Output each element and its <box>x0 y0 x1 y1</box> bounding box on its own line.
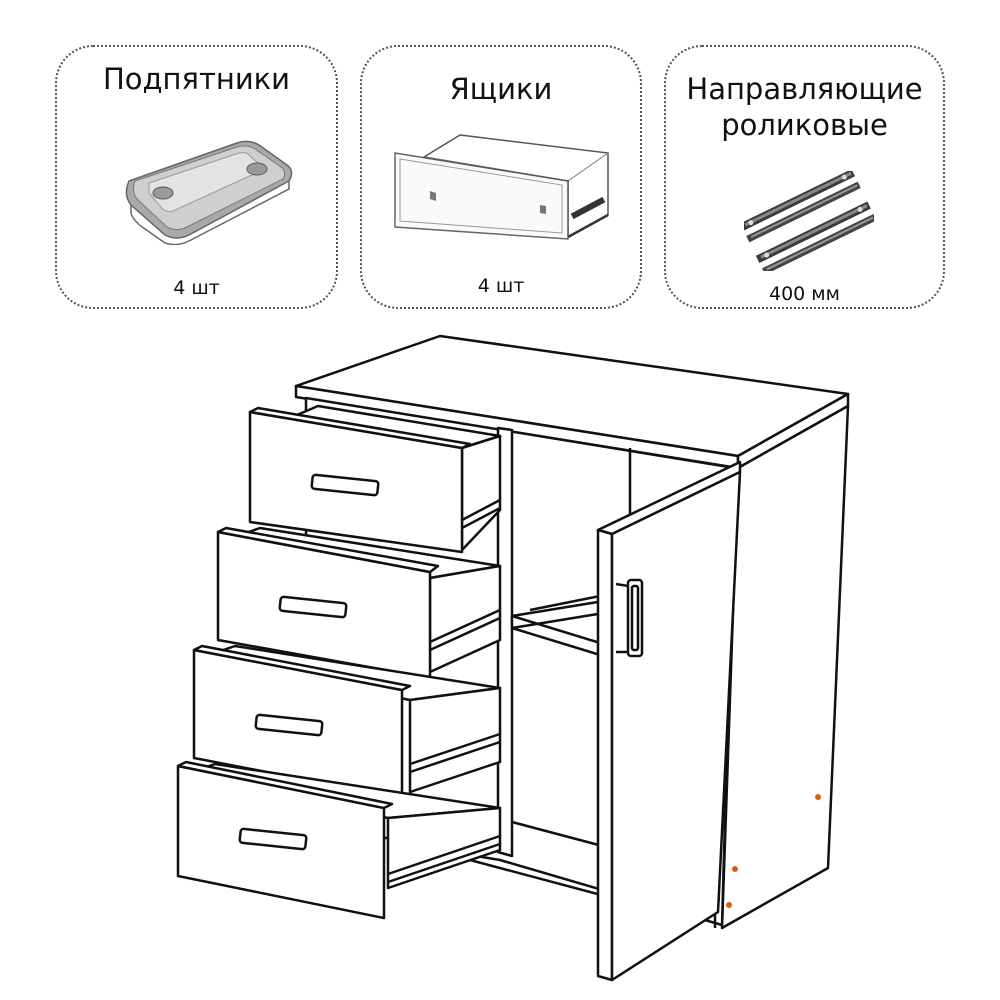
component-card-drawers: Ящики 4 шт <box>360 45 642 309</box>
component-quantity-feet: 4 шт <box>173 277 220 299</box>
drawer-2 <box>216 526 502 680</box>
drawer-4 <box>176 760 502 920</box>
component-quantity-runners: 400 мм <box>769 283 840 305</box>
component-card-runners: Направляющие роликовые 400 мм <box>664 45 945 309</box>
drawer-handle <box>238 827 308 851</box>
component-title-drawers: Ящики <box>449 72 553 106</box>
component-title-feet: Подпятники <box>102 62 291 96</box>
drawer-box-icon <box>394 134 609 240</box>
drawer-handle <box>310 473 380 497</box>
drawer-handle <box>278 595 348 619</box>
assembly-hole-markers <box>726 794 821 908</box>
roller-drawer-runner-icon <box>744 171 874 271</box>
drawer-1 <box>248 404 502 554</box>
cabinet-side-panel <box>720 404 850 930</box>
drawer-3 <box>192 644 502 800</box>
drawer-handle <box>254 713 324 737</box>
door-handle <box>615 578 644 658</box>
component-quantity-drawers: 4 шт <box>477 275 525 297</box>
cabinet-shelf <box>510 448 632 660</box>
component-title-runners: Направляющие роликовые <box>666 71 943 143</box>
component-title-runners-line-2: роликовые <box>721 108 888 142</box>
cabinet-door <box>596 460 742 982</box>
component-card-feet: Подпятники 4 шт <box>55 45 338 309</box>
furniture-foot-glide-icon <box>125 140 293 245</box>
component-title-runners-line-1: Направляющие <box>686 72 923 106</box>
